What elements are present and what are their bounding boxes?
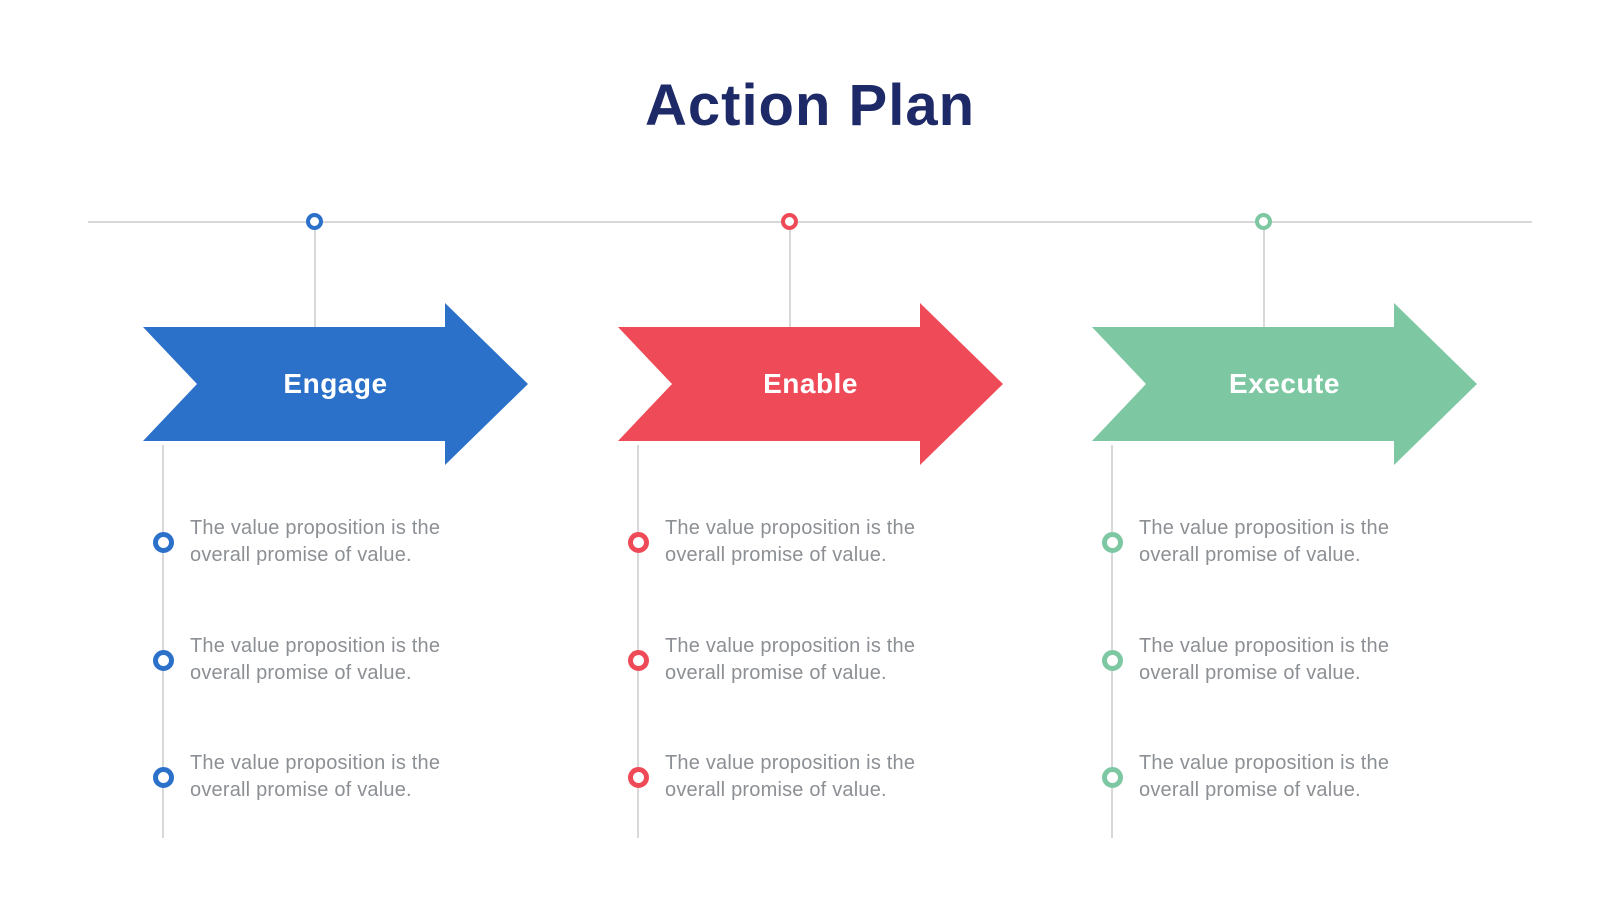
bullet-ring-icon: [1101, 766, 1123, 788]
timeline-node-icon: [306, 213, 323, 230]
bullet-text: The value proposition is the overall pro…: [665, 635, 916, 684]
bullet-ring-icon: [152, 766, 174, 788]
bullet-ring-icon: [152, 531, 174, 553]
bullet-text: The value proposition is the overall pro…: [1139, 517, 1390, 566]
timeline-node-icon: [781, 213, 798, 230]
timeline-connector: [314, 222, 316, 327]
timeline-line: [88, 221, 1532, 223]
column-enable: Enable The value proposition is the over…: [618, 0, 1093, 911]
timeline-connector: [789, 222, 791, 327]
bullet-line: [637, 445, 639, 838]
arrow-right-icon: [1092, 303, 1477, 465]
column-execute: Execute The value proposition is the ove…: [1092, 0, 1567, 911]
bullet-ring-icon: [627, 649, 649, 671]
execute-arrow: Execute: [1092, 303, 1477, 465]
page-title: Action Plan: [644, 73, 976, 138]
enable-arrow: Enable: [618, 303, 1003, 465]
bullet-ring-icon: [627, 531, 649, 553]
timeline-connector: [1263, 222, 1265, 327]
bullet-line: [1111, 445, 1113, 838]
timeline-node-icon: [1255, 213, 1272, 230]
bullet-ring-icon: [152, 649, 174, 671]
arrow-label: Engage: [283, 368, 388, 399]
arrow-right-icon: [618, 303, 1003, 465]
arrow-right-icon: [143, 303, 528, 465]
arrow-label: Enable: [763, 368, 858, 399]
bullet-ring-icon: [627, 766, 649, 788]
bullet-text: The value proposition is the overall pro…: [1139, 752, 1390, 801]
bullet-text: The value proposition is the overall pro…: [665, 752, 916, 801]
arrow-label: Execute: [1229, 368, 1340, 399]
bullet-text: The value proposition is the overall pro…: [1139, 635, 1390, 684]
bullet-text: The value proposition is the overall pro…: [665, 517, 916, 566]
bullet-text: The value proposition is the overall pro…: [190, 517, 441, 566]
bullet-text: The value proposition is the overall pro…: [190, 635, 441, 684]
bullet-ring-icon: [1101, 531, 1123, 553]
bullet-line: [162, 445, 164, 838]
column-engage: Engage The value proposition is the over…: [143, 0, 618, 911]
bullet-ring-icon: [1101, 649, 1123, 671]
engage-arrow: Engage: [143, 303, 528, 465]
bullet-text: The value proposition is the overall pro…: [190, 752, 441, 801]
